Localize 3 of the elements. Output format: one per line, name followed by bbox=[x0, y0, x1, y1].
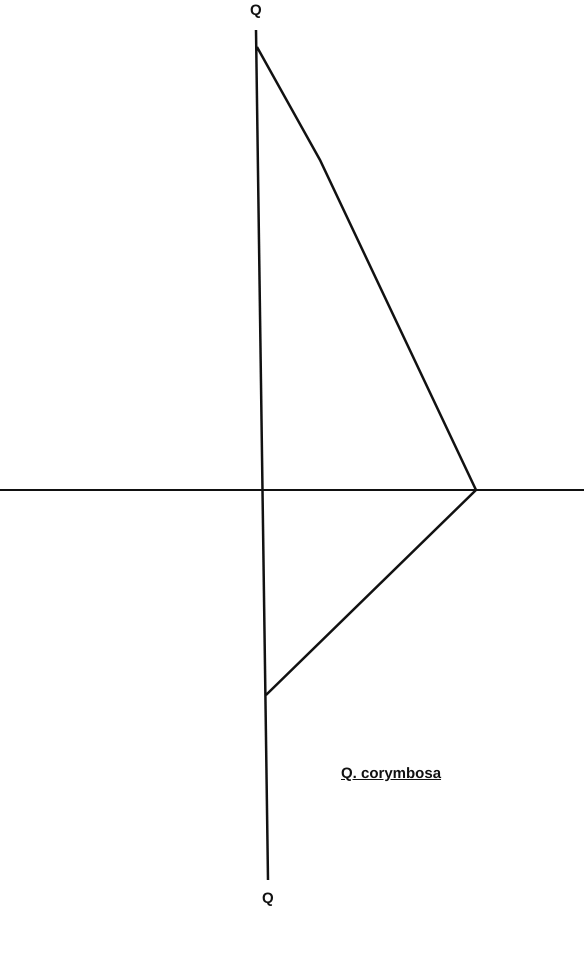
axis-end-label: Q bbox=[250, 2, 262, 20]
species-name: Q. corymbosa bbox=[341, 765, 442, 783]
axis-end-label: Q bbox=[262, 890, 274, 908]
